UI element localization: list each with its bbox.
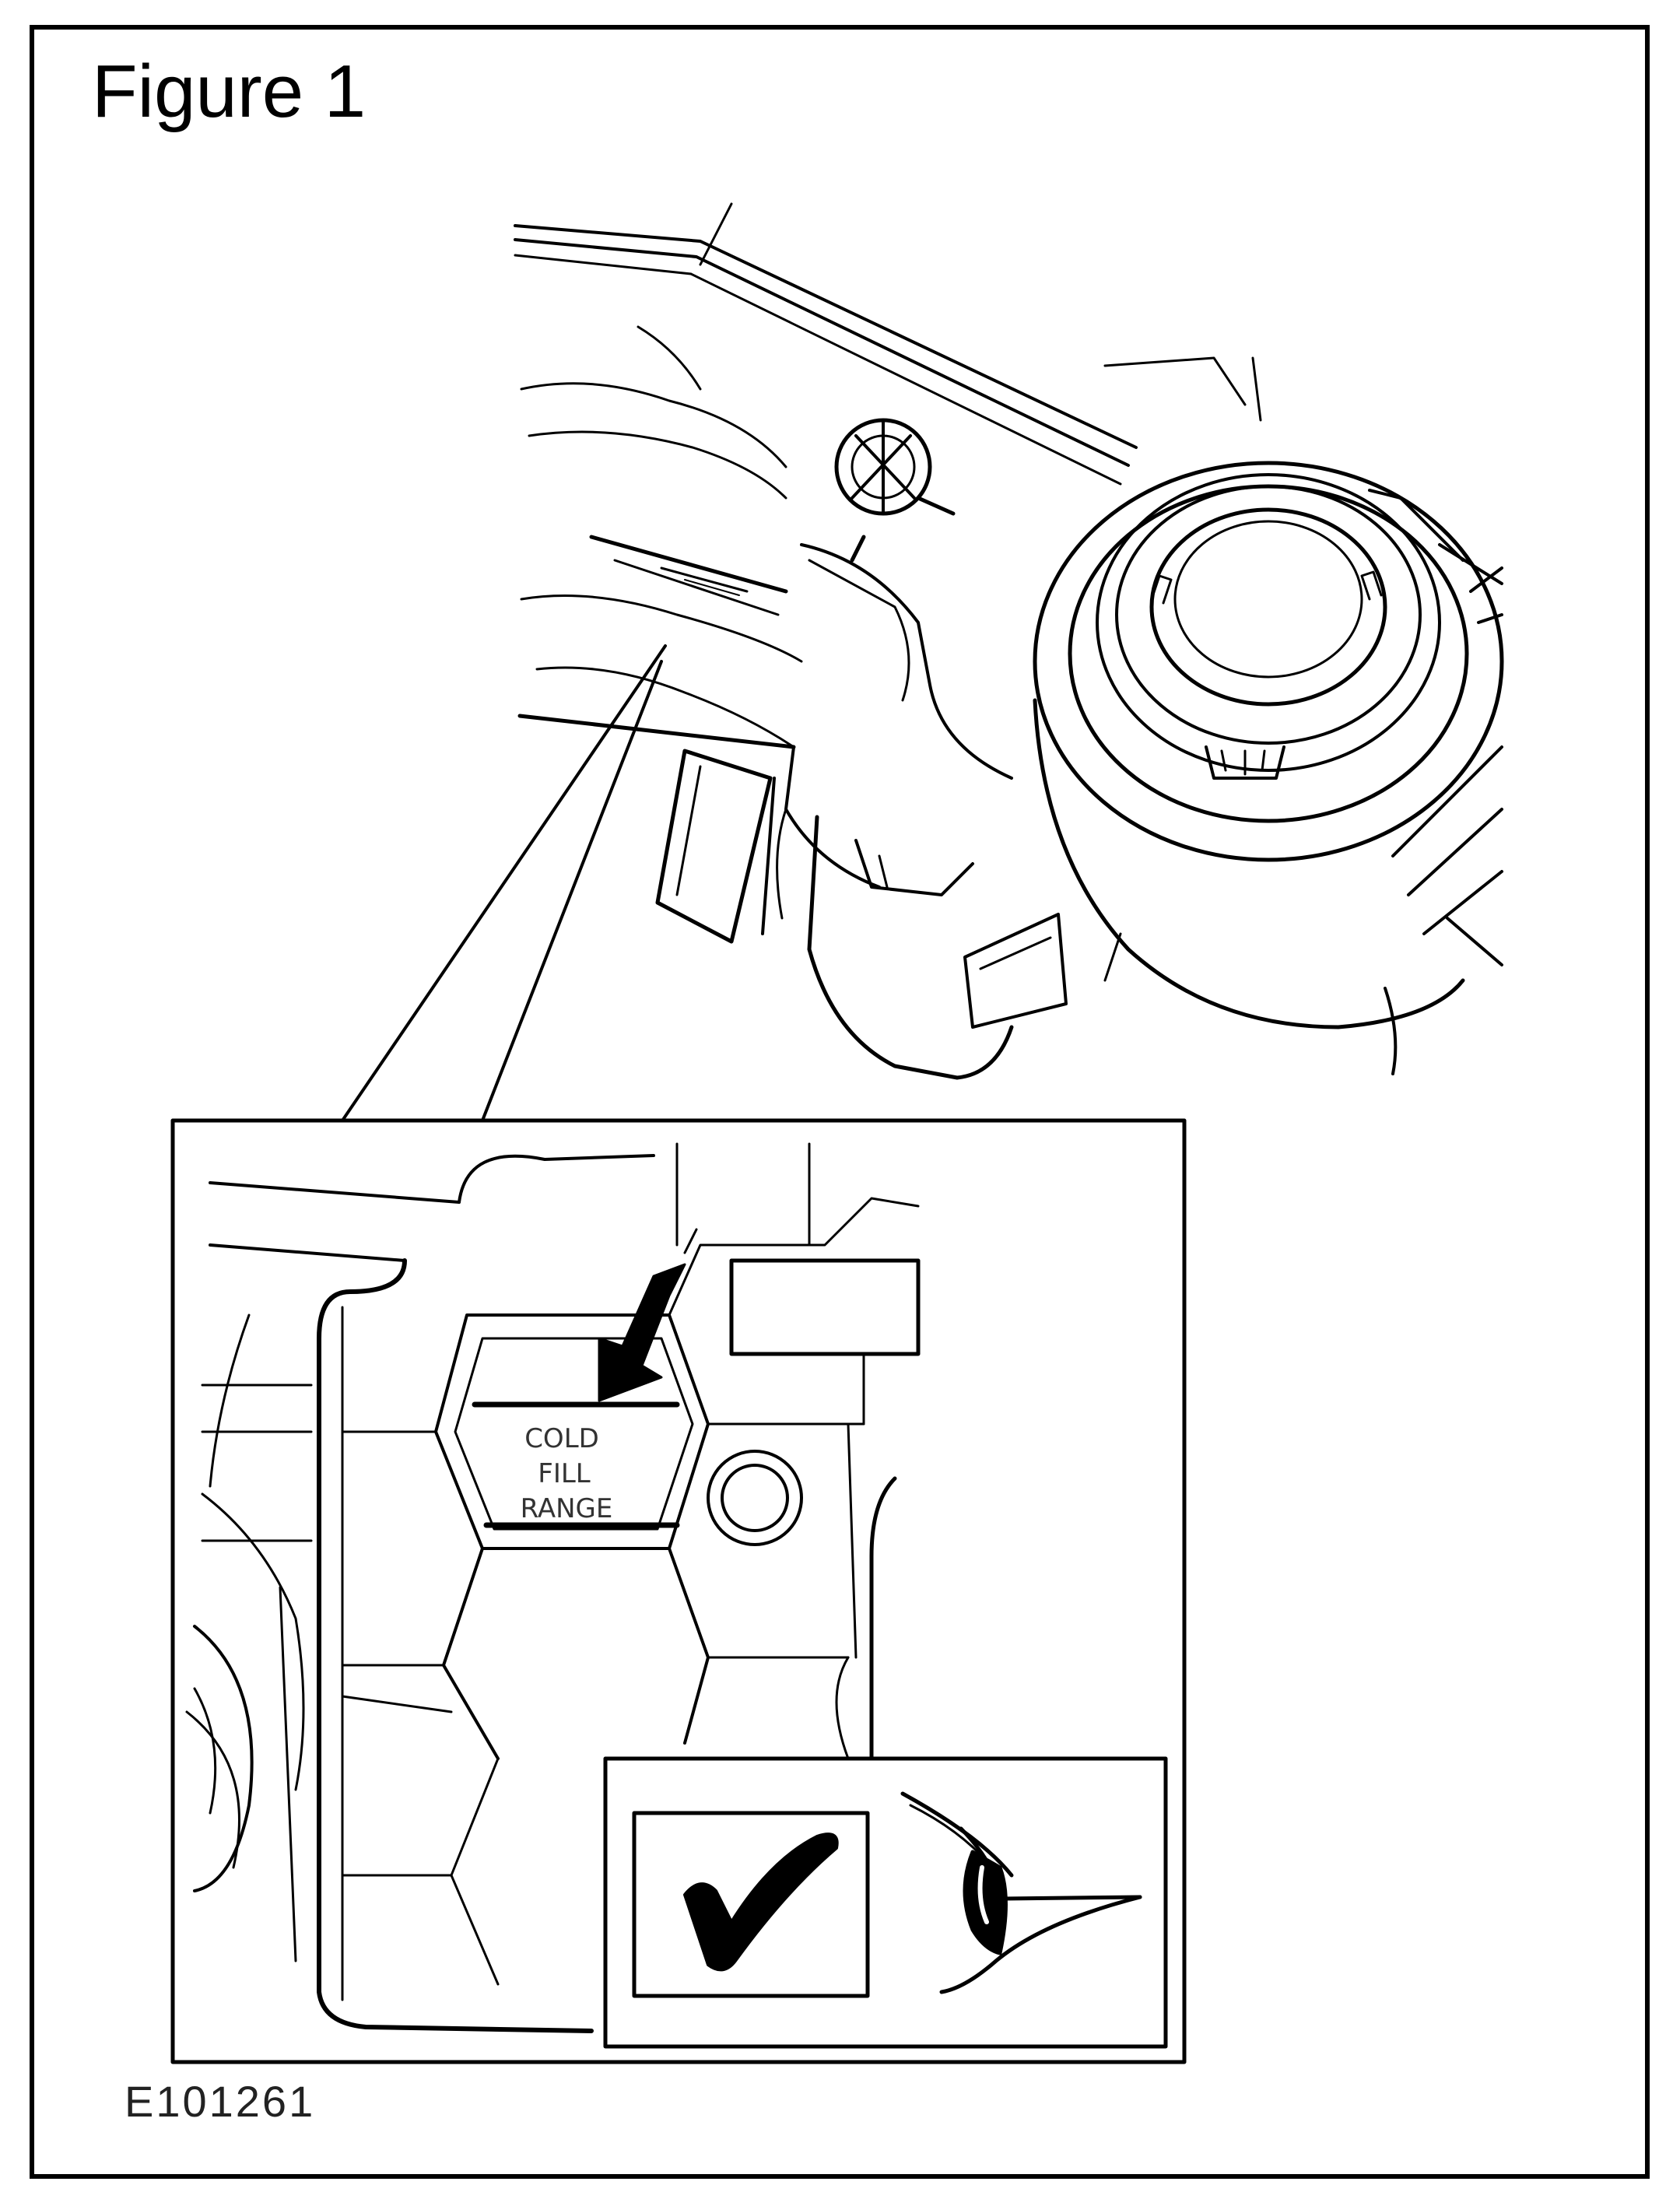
figure-title: Figure 1: [92, 50, 367, 133]
arrow-icon: [598, 1263, 686, 1402]
figure-frame: [30, 25, 1650, 2179]
fill-label-line-3: RANGE: [521, 1493, 613, 1524]
fill-label-line-1: COLD: [524, 1423, 599, 1454]
reservoir-overview: [514, 202, 1504, 1080]
inspection-legend: [603, 1756, 1168, 2049]
checkmark-icon: [683, 1832, 839, 1972]
figure-reference-code: E101261: [125, 2077, 316, 2126]
detail-leader-lines: [341, 644, 667, 1122]
fill-label-line-2: FILL: [538, 1458, 591, 1489]
eye-icon: [900, 1791, 1142, 1994]
